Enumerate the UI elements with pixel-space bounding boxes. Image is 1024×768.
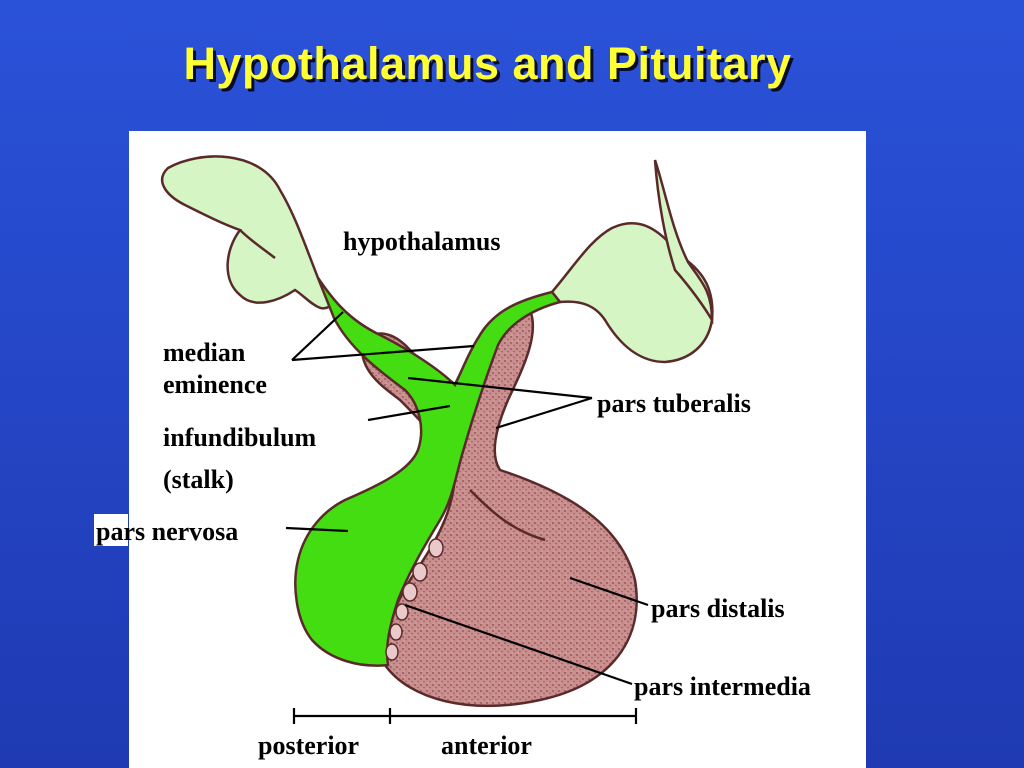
scale-bar: [292, 708, 638, 724]
label-hypothalamus: hypothalamus: [343, 227, 501, 256]
leader-lines: [285, 311, 649, 686]
label-pars-tuberalis: pars tuberalis: [597, 389, 751, 418]
intermedia-cells: [385, 538, 444, 661]
hypothalamus-left: [161, 155, 336, 310]
hypothalamus-right: [550, 159, 714, 364]
label-anterior: anterior: [441, 731, 532, 760]
slide-title: Hypothalamus and Pituitary: [183, 38, 792, 89]
label-pars-intermedia: pars intermedia: [634, 672, 811, 701]
label-infundibulum: infundibulum: [163, 423, 317, 452]
neural-tissue: [294, 277, 563, 667]
label-posterior: posterior: [258, 731, 359, 760]
label-pars-nervosa: pars nervosa: [96, 517, 238, 546]
label-eminence: eminence: [163, 370, 267, 399]
label-pars-distalis: pars distalis: [651, 594, 785, 623]
label-median: median: [163, 338, 246, 367]
label-bg: [94, 514, 128, 546]
label-stalk: (stalk): [163, 465, 234, 494]
